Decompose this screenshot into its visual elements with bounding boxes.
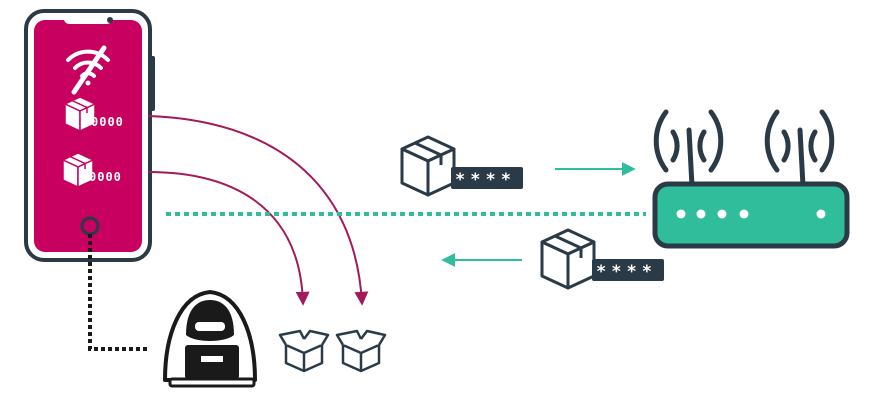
phone-item-1: 0000 [64, 96, 124, 132]
signal-waves-right [764, 109, 835, 173]
incoming-packet: **** [540, 228, 664, 290]
phone-item-2: 0000 [62, 152, 122, 188]
antenna-right [797, 127, 806, 189]
package-icon [400, 135, 456, 197]
intercept-arrow-2 [147, 171, 310, 306]
router-body [652, 181, 850, 249]
attacker-tap-line [88, 234, 150, 351]
router-icon [652, 109, 850, 249]
laptop-base [168, 377, 256, 388]
code-plate [592, 259, 664, 281]
phone-camera [107, 17, 113, 23]
package-icon [540, 228, 596, 290]
wifi-off-icon [66, 45, 110, 95]
code-plate [451, 167, 523, 189]
router-leds [676, 209, 826, 219]
open-box-icon [278, 329, 330, 373]
signal-waves-left [653, 109, 724, 173]
phone-item-code: 0000 [91, 115, 124, 129]
phone-screen [34, 20, 142, 252]
phone-item-code: 0000 [89, 170, 122, 184]
open-box-icon [335, 329, 387, 373]
smartphone: 0000 0000 [24, 9, 155, 262]
antenna-left [686, 127, 695, 189]
phone-notch [64, 13, 112, 24]
hacker-eyes [195, 322, 225, 331]
outgoing-packet: **** [400, 135, 523, 197]
packet-code: **** [455, 170, 516, 190]
hacker-icon [163, 290, 257, 388]
intercept-arrow-1 [147, 115, 369, 306]
packet-code: **** [596, 262, 657, 282]
captured-packets [278, 329, 387, 373]
